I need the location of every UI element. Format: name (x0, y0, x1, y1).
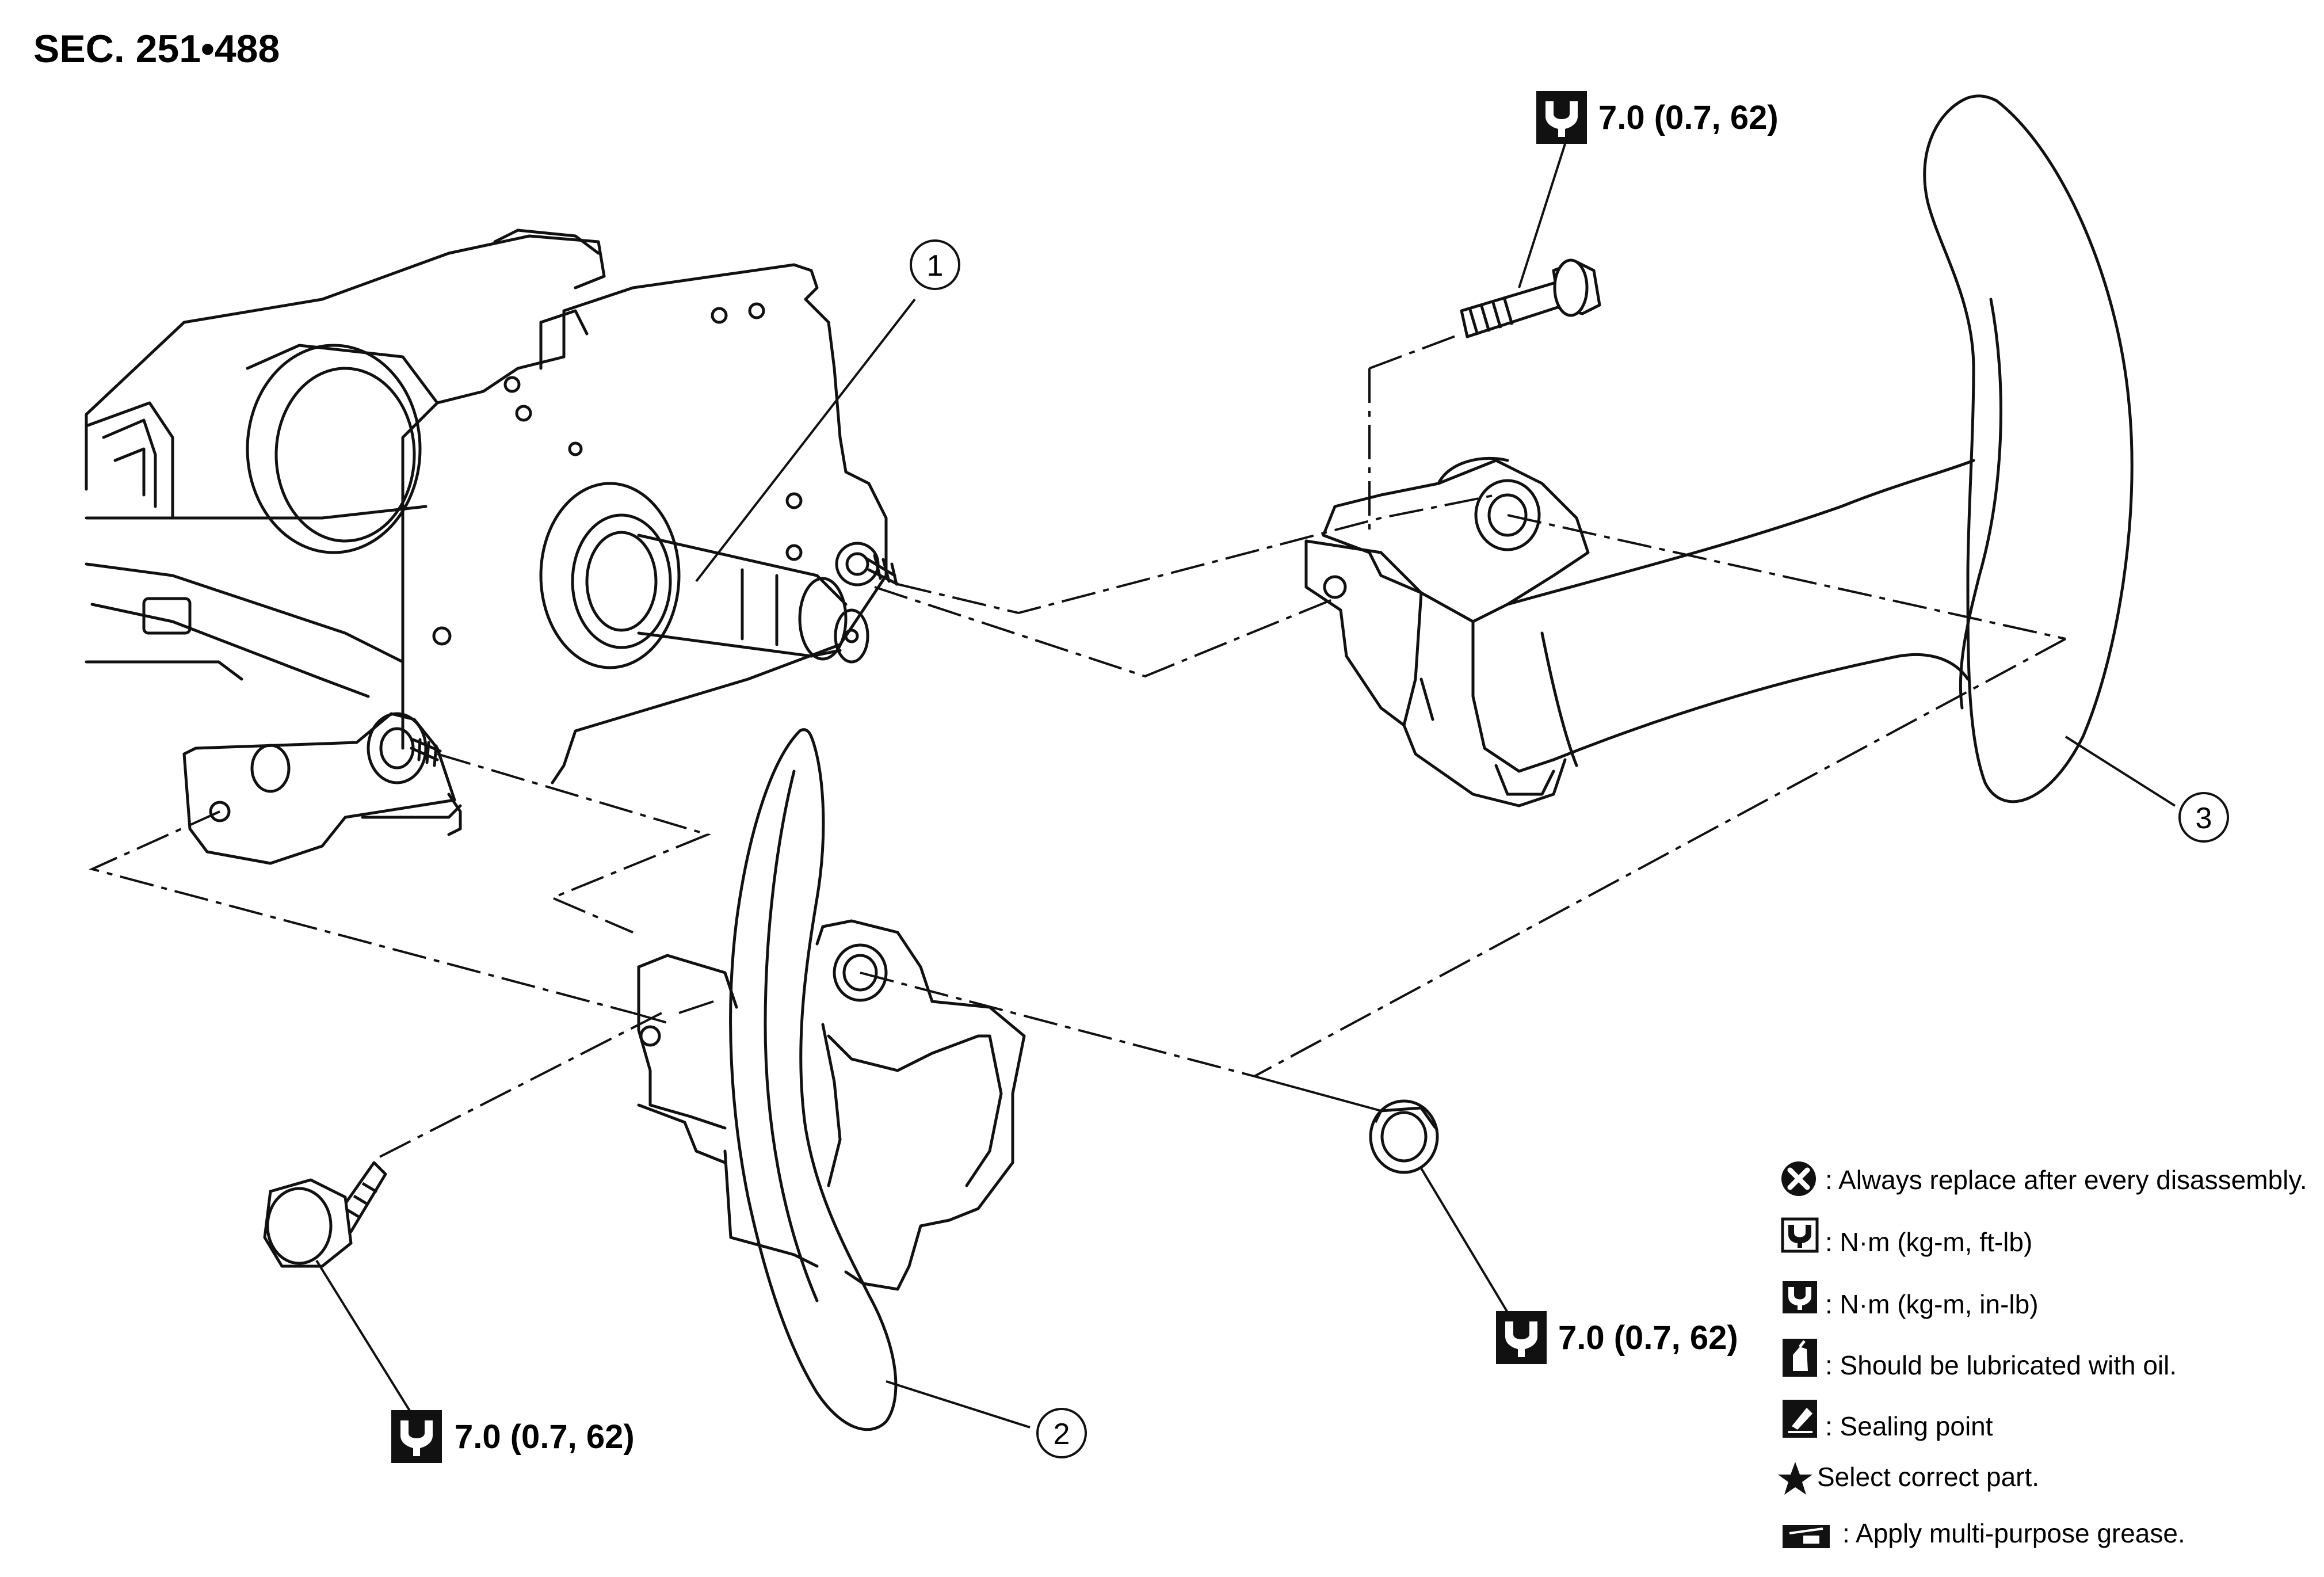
callout-1: 1 (910, 239, 960, 290)
torque-in-lb-icon (391, 1410, 442, 1463)
always-replace-icon (1781, 1161, 1816, 1196)
legend-item-sealing-point: : Sealing point (1825, 1411, 1993, 1441)
torque-spec-lower-right-value: 7.0 (0.7, 62) (1558, 1319, 1738, 1357)
legend: : Always replace after every disassembly… (1778, 1161, 2307, 1548)
legend-item-torque-in-lb: : N·m (kg-m, in-lb) (1825, 1289, 2039, 1319)
callout-3-number: 3 (2196, 802, 2212, 835)
steering-column-assembly (85, 228, 899, 865)
torque-in-lb-icon (1496, 1311, 1547, 1364)
legend-item-always-replace: : Always replace after every disassembly… (1825, 1165, 2307, 1195)
torque-in-lb-icon (1536, 91, 1587, 144)
callout-leaders (315, 143, 2176, 1429)
assembly-lines (89, 333, 2066, 1158)
torque-spec-upper: 7.0 (0.7, 62) (1536, 91, 1779, 144)
torque-ft-lb-icon (1781, 1217, 1819, 1253)
torque-spec-lower-left: 7.0 (0.7, 62) (391, 1410, 635, 1463)
assembly-lines-solid (678, 1000, 1382, 1112)
lower-left-bolt (263, 1161, 387, 1268)
lower-right-nut (1369, 1099, 1439, 1174)
callout-3: 3 (2178, 792, 2229, 843)
oil-can-icon (1783, 1339, 1817, 1377)
legend-item-grease: : Apply multi-purpose grease. (1842, 1518, 2185, 1548)
torque-spec-lower-right: 7.0 (0.7, 62) (1496, 1311, 1738, 1364)
legend-item-select-part: Select correct part. (1817, 1462, 2039, 1492)
torque-in-lb-icon (1783, 1281, 1817, 1313)
callout-2: 2 (1036, 1408, 1087, 1458)
grease-icon (1783, 1525, 1830, 1548)
star-icon (1778, 1462, 1812, 1495)
torque-spec-upper-value: 7.0 (0.7, 62) (1598, 99, 1779, 136)
section-code: SEC. 251•488 (33, 27, 280, 71)
legend-item-lubricate-oil: : Should be lubricated with oil. (1825, 1350, 2177, 1380)
torque-spec-lower-left-value: 7.0 (0.7, 62) (455, 1418, 635, 1456)
sealing-point-icon (1783, 1400, 1817, 1438)
legend-item-torque-ft-lb: : N·m (kg-m, ft-lb) (1825, 1227, 2032, 1257)
callout-1-number: 1 (927, 249, 944, 283)
paddle-shifter-upper (1304, 94, 2134, 807)
callout-2-number: 2 (1054, 1418, 1070, 1451)
paddle-shifter-lower (637, 728, 1026, 1431)
upper-bolt (1460, 258, 1601, 338)
